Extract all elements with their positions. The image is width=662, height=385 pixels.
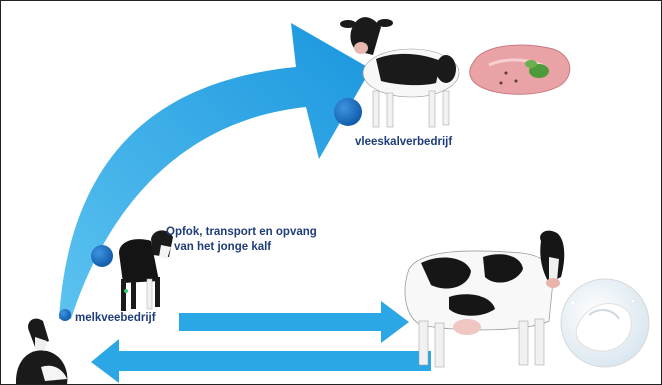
node-melkveebedrijf [59,309,71,321]
label-opfok-line1: Opfok, transport en opvang [166,225,366,240]
node-vleeskalverbedrijf [334,98,362,126]
curved-arrow-icon [59,23,371,319]
label-opfok-line2: van het jonge kalf [166,240,366,255]
node-opfok [91,245,113,267]
right-arrow-icon [179,301,409,343]
milk-splash-icon [561,279,649,367]
label-opfok: Opfok, transport en opvang van het jonge… [166,225,366,255]
cow-icon [405,231,564,367]
calf-icon [119,230,173,311]
label-vleeskalverbedrijf: vleeskalverbedrijf [355,135,452,150]
meat-icon [470,45,570,94]
label-melkveebedrijf: melkveebedrijf [75,311,156,326]
calf-icon [16,319,67,384]
left-arrow-icon [91,339,431,383]
